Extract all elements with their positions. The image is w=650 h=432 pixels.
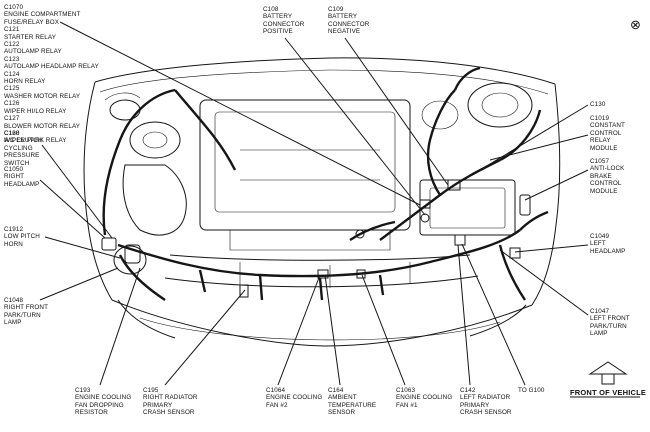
label-c142-left-radiator-primary-crash-sensor: C142 LEFT RADIATOR PRIMARY CRASH SENSOR: [460, 387, 512, 417]
label-to-g100: TO G100: [518, 387, 545, 394]
label-c130: C130: [590, 101, 606, 108]
coolant-reservoir: [104, 92, 187, 236]
label-c164-ambient-temperature-sensor: C164 AMBIENT TEMPERATURE SENSOR: [328, 387, 377, 417]
close-icon[interactable]: ⊗: [630, 17, 641, 32]
front-of-vehicle-arrow: [570, 361, 640, 398]
label-c1064-engine-cooling-fan-2: C1064 ENGINE COOLING FAN #2: [266, 387, 323, 409]
label-c1063-engine-cooling-fan-1: C1063 ENGINE COOLING FAN #1: [396, 387, 453, 409]
label-c1019-constant-control-relay-module: C1019 CONSTANT CONTROL RELAY MODULE: [590, 115, 625, 152]
wiring-harness: [102, 66, 549, 301]
label-c1048-right-front-park-turn-lamp: C1048 RIGHT FRONT PARK/TURN LAMP: [4, 297, 49, 327]
label-c1049-left-headlamp: C1049 LEFT HEADLAMP: [590, 233, 626, 255]
engine-block: [199, 99, 411, 251]
label-c1050-right-headlamp: C1050 RIGHT HEADLAMP: [4, 166, 40, 188]
label-c160-ac-clutch-cycling-pressure-switch: C160 A/C CLUTCH CYCLING PRESSURE SWITCH: [4, 130, 43, 167]
connectors: [101, 179, 531, 298]
label-c193-engine-cooling-fan-dropping-resistor: C193 ENGINE COOLING FAN DROPPING RESISTO…: [75, 387, 132, 417]
battery: [419, 82, 533, 236]
label-c109-battery-connector-negative: C109 BATTERY CONNECTOR NEGATIVE: [328, 6, 370, 36]
label-c1047-left-front-park-turn-lamp: C1047 LEFT FRONT PARK/TURN LAMP: [590, 308, 630, 338]
label-c1057-anti-lock-brake-control-module: C1057 ANTI-LOCK BRAKE CONTROL MODULE: [590, 158, 625, 195]
front-of-vehicle-label: FRONT OF VEHICLE: [570, 388, 647, 397]
label-c195-right-radiator-primary-crash-sensor: C195 RIGHT RADIATOR PRIMARY CRASH SENSOR: [143, 387, 198, 417]
leader-lines: [39, 21, 589, 386]
label-c108-battery-connector-positive: C108 BATTERY CONNECTOR POSITIVE: [263, 6, 305, 36]
label-c1070-engine-compartment-fuse-relay-box: C1070 ENGINE COMPARTMENT FUSE/RELAY BOX …: [4, 4, 99, 145]
label-c1912-low-pitch-horn: C1912 LOW PITCH HORN: [4, 226, 40, 248]
